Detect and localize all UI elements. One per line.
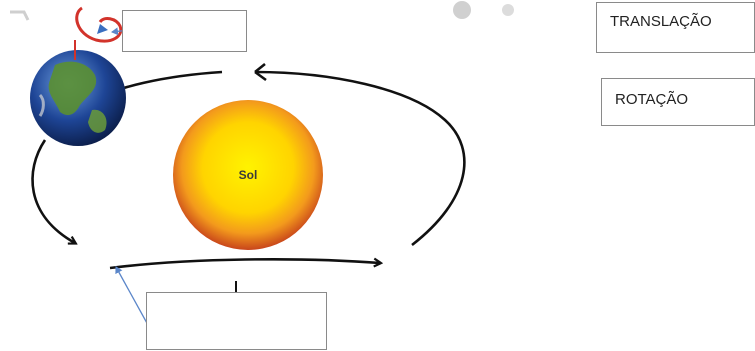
label-rotation[interactable]: ROTAÇÃO bbox=[601, 78, 755, 126]
label-rotation-text: ROTAÇÃO bbox=[615, 91, 688, 108]
answer-box-bottom[interactable] bbox=[146, 292, 327, 350]
label-translation[interactable]: TRANSLAÇÃO bbox=[596, 2, 755, 53]
faint-mark bbox=[453, 1, 471, 19]
earth-icon bbox=[30, 50, 126, 146]
sun-icon: Sol bbox=[173, 100, 323, 250]
pointer-arrow-icon bbox=[116, 267, 148, 325]
faint-mark bbox=[10, 12, 28, 20]
faint-mark bbox=[502, 4, 514, 16]
orbit-arc-left bbox=[33, 140, 75, 243]
answer-box-top[interactable] bbox=[122, 10, 247, 52]
sun-label: Sol bbox=[239, 168, 258, 182]
orbit-arc-bottom bbox=[110, 259, 380, 268]
label-translation-text: TRANSLAÇÃO bbox=[610, 13, 712, 30]
